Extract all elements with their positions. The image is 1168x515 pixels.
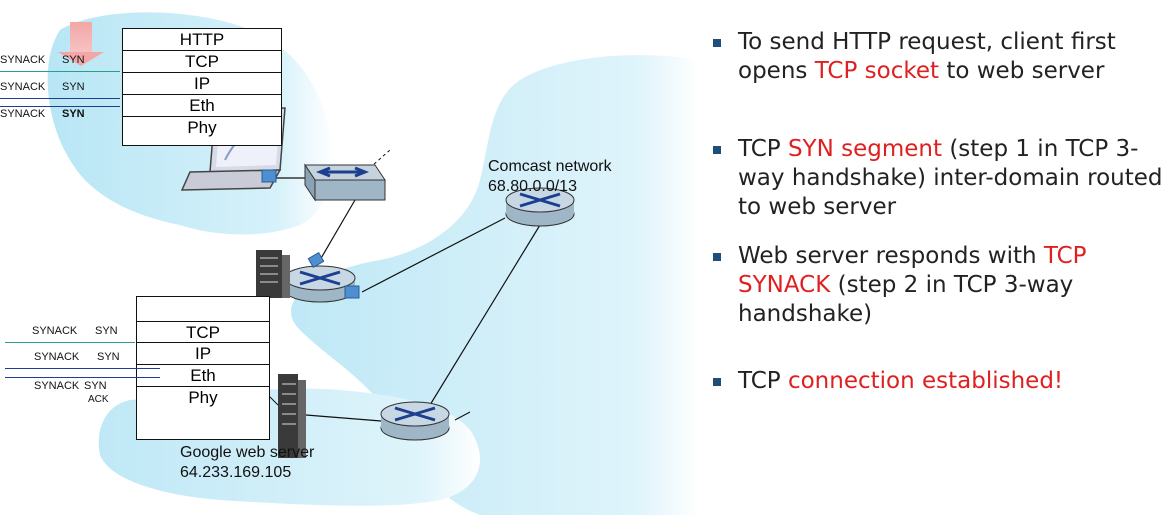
client-packet-syn: SYN bbox=[62, 54, 85, 66]
link-google-router-edge bbox=[454, 411, 471, 421]
google-router-icon bbox=[380, 401, 450, 441]
client-packet-synack: SYNACK bbox=[0, 54, 46, 66]
client-packet-synack: SYNACK bbox=[0, 108, 46, 120]
server-layer-eth: Eth bbox=[137, 365, 269, 387]
bullet-item: TCP connection established! bbox=[705, 367, 1165, 396]
server-protocol-stack: TCP IP Eth Phy bbox=[136, 296, 270, 440]
server-layer-tcp: TCP bbox=[137, 321, 269, 343]
server-packet-ack: ACK bbox=[88, 394, 109, 405]
server-packet-synack: SYNACK bbox=[32, 325, 78, 337]
comcast-router-icon bbox=[505, 187, 575, 227]
comcast-name: Comcast network bbox=[488, 158, 612, 175]
comcast-network-label: Comcast network 68.80.0.0/13 bbox=[488, 157, 612, 197]
link-switch-router bbox=[319, 199, 356, 261]
bullet-marker-icon bbox=[713, 253, 721, 261]
bullet-item: To send HTTP request, client first opens… bbox=[705, 28, 1165, 86]
dns-server-icon bbox=[256, 250, 290, 298]
client-protocol-stack: HTTP TCP IP Eth Phy bbox=[122, 28, 282, 146]
server-packet-synack: SYNACK bbox=[34, 351, 80, 363]
server-packet-syn: SYN bbox=[95, 325, 118, 337]
client-layer-ip: IP bbox=[123, 73, 281, 95]
server-layer-ip: IP bbox=[137, 343, 269, 365]
packet-arrow-icon bbox=[58, 22, 104, 66]
server-layer-phy: Phy bbox=[188, 388, 218, 407]
server-packet-syn: SYN bbox=[84, 380, 107, 392]
bullet-item: TCP SYN segment (step 1 in TCP 3-way han… bbox=[705, 135, 1165, 222]
client-layer-tcp: TCP bbox=[123, 51, 281, 73]
client-layer-http: HTTP bbox=[123, 29, 281, 51]
client-packet-syn: SYN bbox=[62, 108, 85, 120]
bullet-marker-icon bbox=[713, 378, 721, 386]
bullet-marker-icon bbox=[713, 146, 721, 154]
google-ip: 64.233.169.105 bbox=[180, 464, 292, 481]
google-server-label: Google web server 64.233.169.105 bbox=[180, 443, 314, 483]
server-packet-syn: SYN bbox=[97, 351, 120, 363]
client-packet-synack: SYNACK bbox=[0, 81, 46, 93]
bullet-marker-icon bbox=[713, 39, 721, 47]
client-packet-syn: SYN bbox=[62, 81, 85, 93]
bullet-item: Web server responds with TCP SYNACK (ste… bbox=[705, 242, 1165, 329]
client-layer-phy: Phy bbox=[187, 118, 217, 137]
comcast-prefix: 68.80.0.0/13 bbox=[488, 178, 577, 195]
link-router-comcast bbox=[361, 217, 506, 293]
client-layer-eth: Eth bbox=[123, 95, 281, 117]
google-server-icon bbox=[278, 374, 306, 458]
edge-router-icon bbox=[284, 251, 360, 303]
ethernet-switch-icon bbox=[304, 163, 386, 202]
link-comcast-google bbox=[429, 224, 541, 406]
server-packet-synack: SYNACK bbox=[34, 380, 80, 392]
google-name: Google web server bbox=[180, 444, 315, 461]
